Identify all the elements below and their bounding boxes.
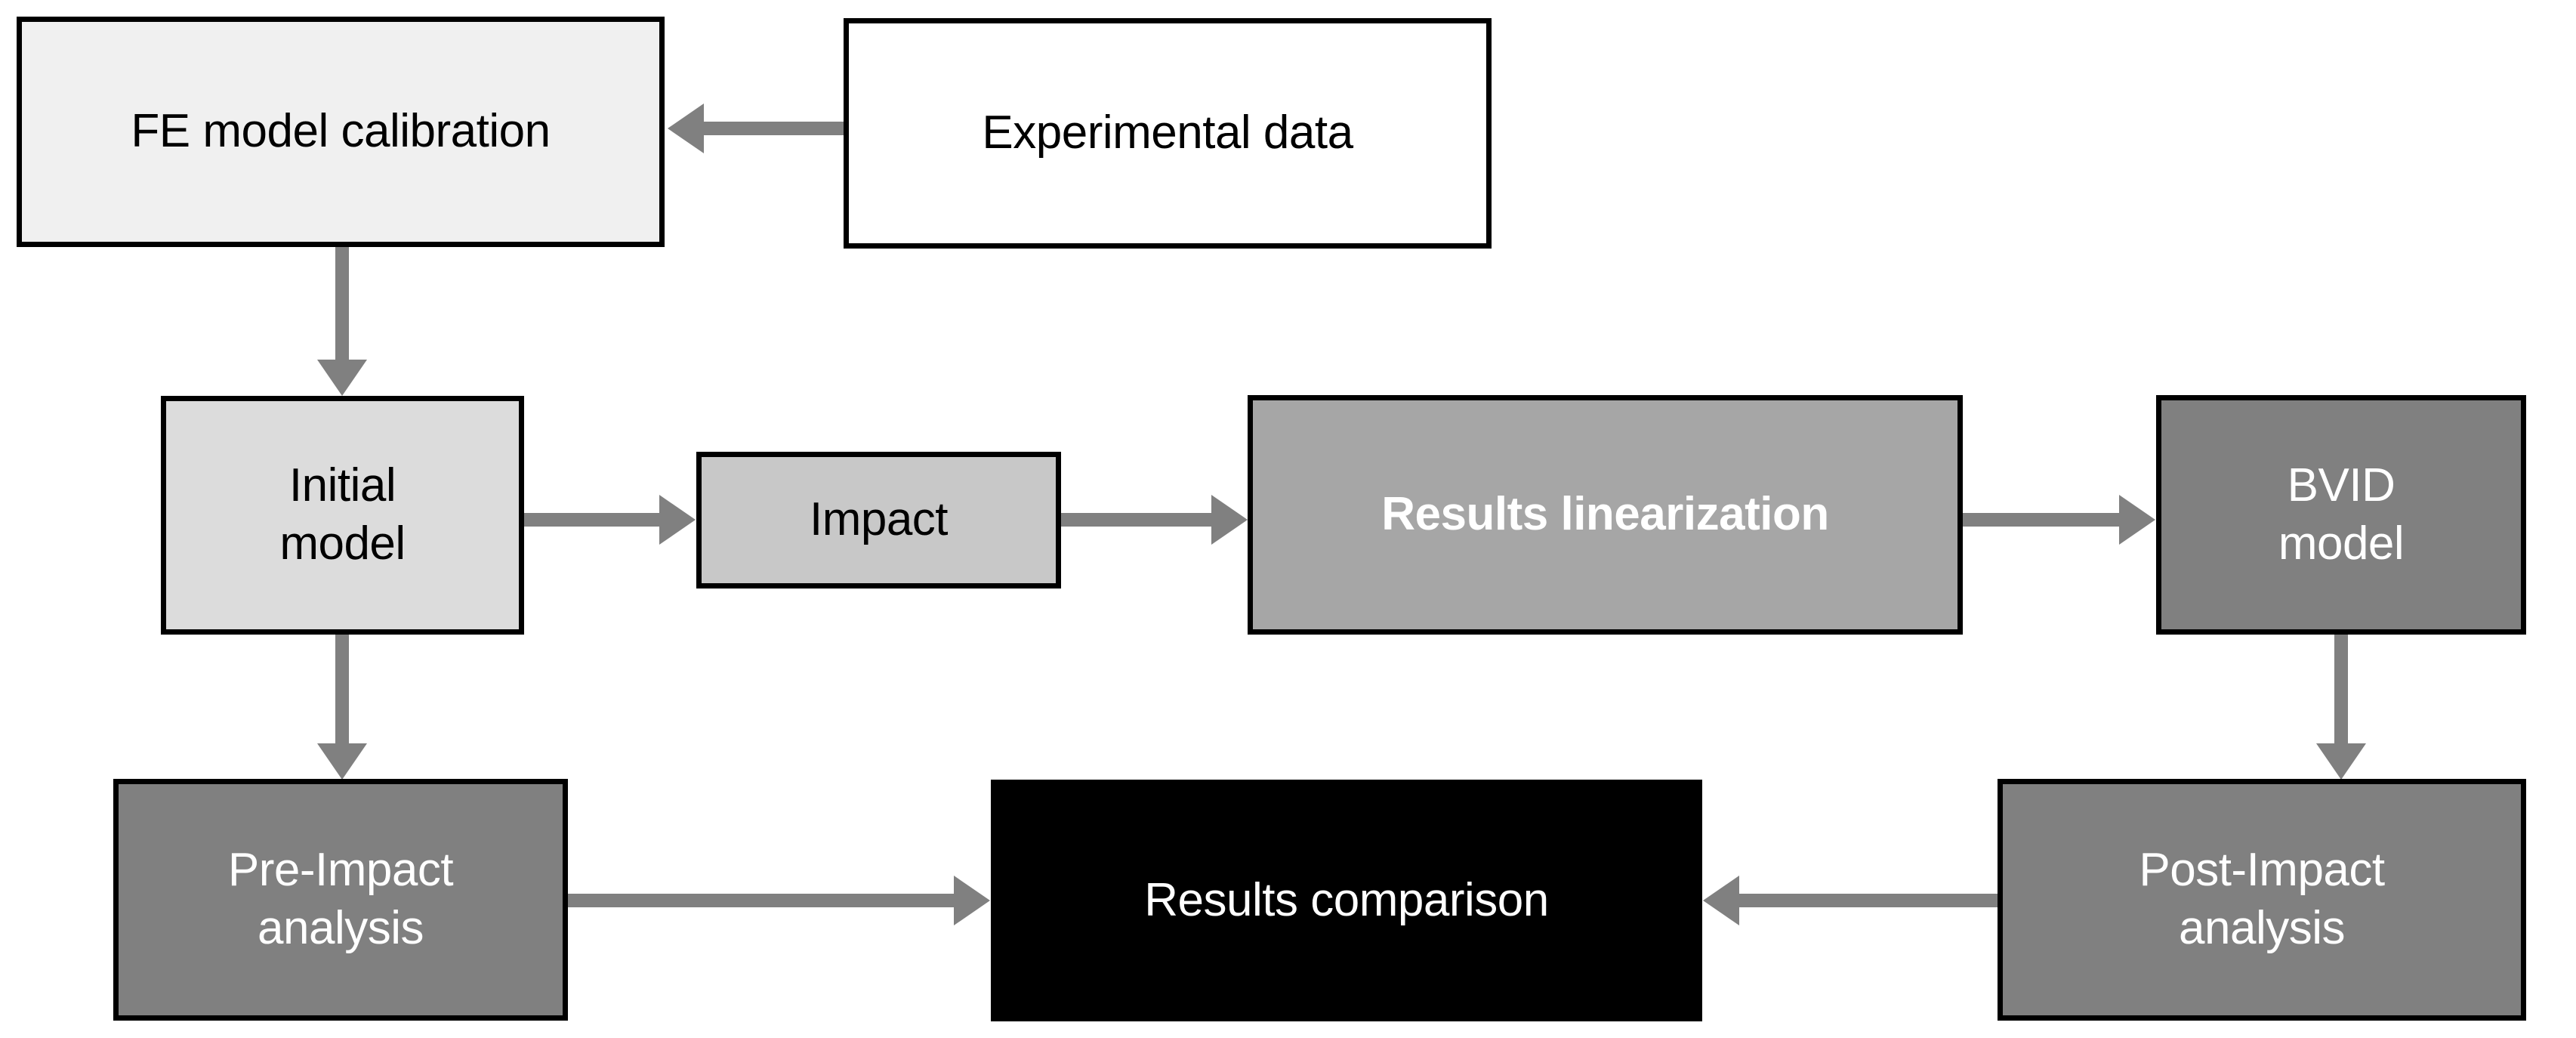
edge-impact-to-results-linearization-arrowhead <box>1211 495 1248 545</box>
node-results-linearization-label: Results linearization <box>1381 488 1829 541</box>
edge-initial-model-to-impact-line <box>524 513 660 527</box>
node-bvid-model[interactable]: BVID model <box>2156 395 2526 635</box>
edge-post-impact-analysis-to-results-comparison-arrowhead <box>1703 876 1739 925</box>
edge-pre-impact-analysis-to-results-comparison-line <box>568 894 955 907</box>
node-results-linearization[interactable]: Results linearization <box>1248 395 1963 635</box>
edge-initial-model-to-impact-arrowhead <box>659 495 696 545</box>
node-post-impact-analysis-label: Post-Impact analysis <box>2139 844 2385 954</box>
edge-initial-model-to-pre-impact-analysis-arrowhead <box>317 743 367 780</box>
node-fe-model-calibration[interactable]: FE model calibration <box>17 17 665 247</box>
node-pre-impact-analysis-label: Pre-Impact analysis <box>227 844 454 954</box>
edge-fe-model-calibration-to-initial-model-line <box>335 247 349 360</box>
edge-bvid-model-to-post-impact-analysis-line <box>2334 635 2348 744</box>
node-experimental-data-label: Experimental data <box>982 107 1353 159</box>
edge-pre-impact-analysis-to-results-comparison-arrowhead <box>954 876 990 925</box>
node-impact[interactable]: Impact <box>696 452 1061 589</box>
node-impact-label: Impact <box>809 493 949 546</box>
node-experimental-data[interactable]: Experimental data <box>844 18 1492 249</box>
edge-bvid-model-to-post-impact-analysis-arrowhead <box>2316 743 2366 780</box>
node-results-comparison[interactable]: Results comparison <box>991 780 1702 1021</box>
edge-post-impact-analysis-to-results-comparison-line <box>1739 894 1998 907</box>
edge-initial-model-to-pre-impact-analysis-line <box>335 635 349 744</box>
node-bvid-model-label: BVID model <box>2278 459 2405 570</box>
edge-results-linearization-to-bvid-model-line <box>1963 513 2120 527</box>
node-fe-model-calibration-label: FE model calibration <box>131 105 551 158</box>
edge-experimental-data-to-fe-model-calibration-arrowhead <box>668 103 704 153</box>
node-post-impact-analysis[interactable]: Post-Impact analysis <box>1998 779 2526 1021</box>
edge-results-linearization-to-bvid-model-arrowhead <box>2119 495 2155 545</box>
edge-impact-to-results-linearization-line <box>1061 513 1212 527</box>
node-initial-model[interactable]: Initial model <box>161 396 524 635</box>
edge-experimental-data-to-fe-model-calibration-line <box>704 122 846 135</box>
node-pre-impact-analysis[interactable]: Pre-Impact analysis <box>113 779 568 1021</box>
edge-fe-model-calibration-to-initial-model-arrowhead <box>317 360 367 396</box>
node-results-comparison-label: Results comparison <box>1144 873 1549 926</box>
node-initial-model-label: Initial model <box>279 459 406 570</box>
